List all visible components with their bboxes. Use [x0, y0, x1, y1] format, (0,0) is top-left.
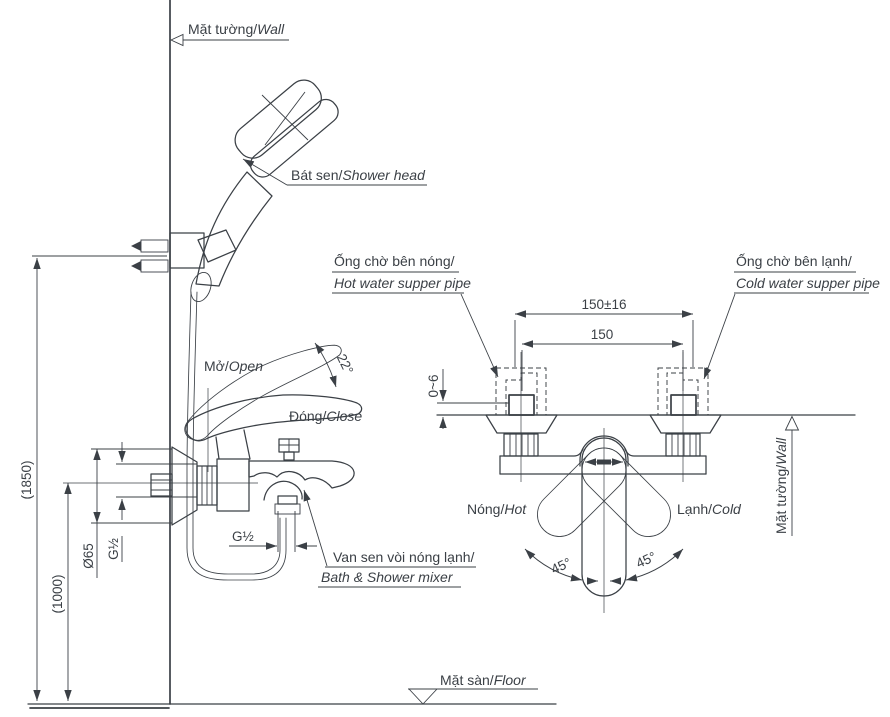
wall-arrow-icon: [169, 33, 184, 47]
label-mixer: Van sen vòi nóng lạnh/ Bath & Shower mix…: [303, 489, 476, 588]
shower-head: [234, 79, 339, 178]
svg-text:Bát sen/Shower head: Bát sen/Shower head: [291, 167, 426, 183]
shower-bracket: [169, 229, 237, 269]
floor-datum-icon: [407, 688, 439, 705]
svg-text:Bath & Shower mixer: Bath & Shower mixer: [321, 569, 454, 585]
svg-text:Mặt sàn/Floor: Mặt sàn/Floor: [440, 672, 527, 688]
dim-escutcheon-diameter: Ø65: [81, 448, 172, 578]
svg-text:45°: 45°: [634, 549, 659, 571]
dim-hose-thread: G½: [106, 442, 197, 562]
hose-nut: [190, 271, 212, 303]
dim-45-left: 45°: [524, 548, 583, 582]
dim-1000: (1000): [50, 483, 72, 701]
front-view: Ống chờ bên nóng/ Hot water supper pipe …: [332, 252, 880, 613]
diverter-knob: [278, 438, 300, 461]
spout: [248, 460, 355, 489]
mixer-side-view: [63, 335, 363, 526]
shower-handle: [195, 171, 273, 287]
dim-150-tolerance: 150±16: [514, 297, 694, 367]
svg-text:Ø65: Ø65: [81, 543, 96, 569]
svg-text:(1000): (1000): [50, 574, 65, 613]
svg-text:45°: 45°: [549, 555, 574, 577]
svg-text:Van sen vòi nóng lạnh/: Van sen vòi nóng lạnh/: [333, 549, 475, 565]
mixer-body-front: [499, 435, 707, 475]
left-elevation-view: Mặt tường/Wall: [19, 0, 557, 709]
mounting-screws: [131, 239, 169, 273]
label-wall-left: Mặt tường/Wall: [169, 21, 289, 47]
svg-text:150: 150: [591, 327, 614, 342]
svg-text:Ống chờ bên nóng/: Ống chờ bên nóng/: [334, 252, 455, 269]
label-close: Đóng/Close: [289, 408, 362, 424]
escutcheon: [171, 446, 198, 526]
dim-22deg: 22°: [314, 342, 356, 388]
label-hot: Nóng/Hot: [467, 501, 527, 517]
lever-width-marks: [585, 458, 623, 585]
svg-text:Mặt tường/Wall: Mặt tường/Wall: [773, 437, 789, 534]
lever-neck: [215, 429, 251, 460]
svg-text:150±16: 150±16: [582, 297, 627, 312]
supply-stub: [150, 473, 173, 497]
svg-text:Hot water supper pipe: Hot water supper pipe: [334, 275, 471, 291]
valve-body: [216, 458, 250, 512]
label-open: Mở/Open: [204, 358, 263, 374]
svg-text:G½: G½: [232, 529, 254, 544]
label-shower-head: Bát sen/Shower head: [242, 158, 427, 186]
shower-head-cross-lines: [261, 91, 309, 146]
label-wall-right: Mặt tường/Wall: [773, 415, 800, 536]
svg-text:G½: G½: [106, 538, 121, 560]
svg-text:Mặt tường/Wall: Mặt tường/Wall: [188, 21, 285, 37]
label-cold-supply: Ống chờ bên lạnh/ Cold water supper pipe: [703, 252, 880, 380]
label-hot-supply: Ống chờ bên nóng/ Hot water supper pipe: [332, 252, 499, 378]
dim-45-right: 45°: [625, 548, 684, 582]
dim-150: 150: [521, 327, 684, 391]
flange-hot: [485, 414, 558, 457]
label-floor: Mặt sàn/Floor: [407, 672, 538, 705]
floor-line: [27, 703, 557, 709]
svg-text:Cold water supper pipe: Cold water supper pipe: [736, 275, 880, 291]
hose-outlet: [263, 480, 303, 515]
label-cold: Lạnh/Cold: [677, 501, 742, 517]
flange-cold: [649, 414, 722, 457]
shower-hose: [186, 291, 287, 581]
svg-text:Ống chờ bên lạnh/: Ống chờ bên lạnh/: [736, 252, 852, 269]
dim-spout-thread: G½: [229, 511, 317, 552]
svg-text:(1850): (1850): [19, 460, 34, 499]
dim-1850: (1850): [19, 255, 167, 701]
svg-text:0~6: 0~6: [426, 375, 441, 398]
wall-arrow-up-icon: [784, 415, 800, 431]
dim-protrusion: 0~6: [426, 369, 509, 429]
lever-open: [172, 335, 354, 445]
connection-nut: [196, 465, 218, 506]
svg-text:22°: 22°: [334, 352, 356, 377]
